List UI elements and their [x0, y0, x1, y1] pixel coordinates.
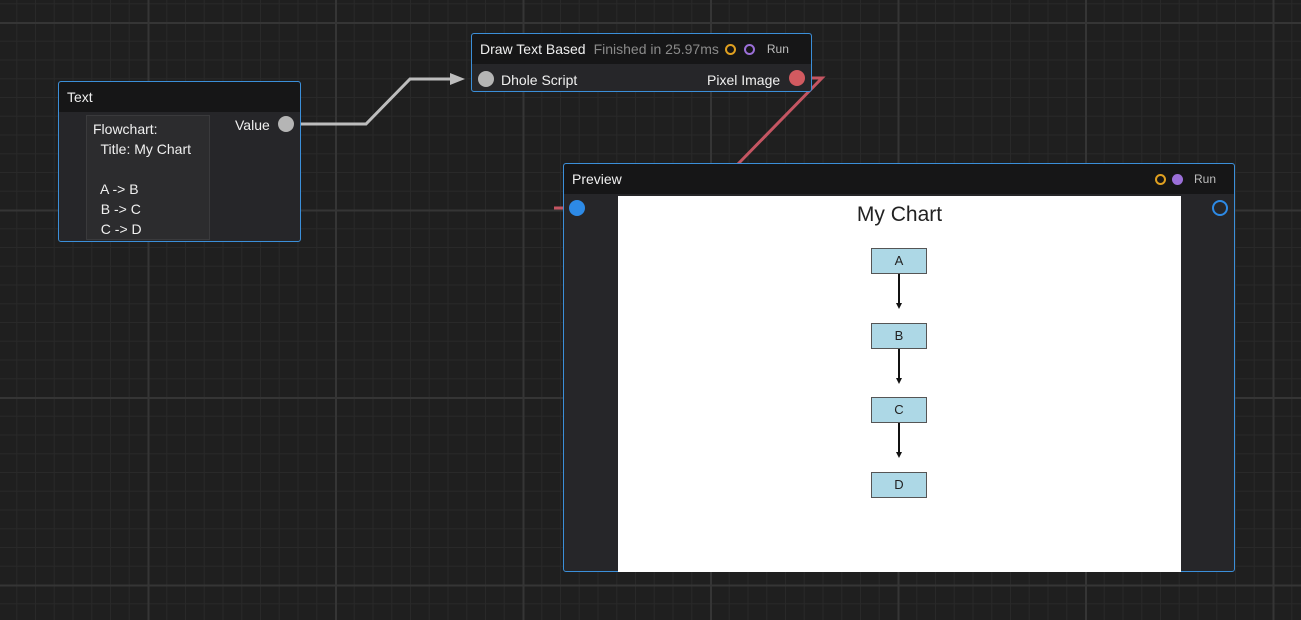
text-line: C -> D	[93, 221, 142, 237]
status-dot-icon	[1171, 173, 1183, 185]
text-node-title: Text	[67, 89, 93, 105]
flowchart-box-b: B	[871, 323, 927, 349]
wire-arrowhead	[450, 73, 465, 85]
status-ring-icon	[743, 43, 755, 55]
draw-node-status: Finished in 25.97ms	[593, 41, 719, 57]
text-content-area[interactable]: Flowchart: Title: My Chart A -> B B -> C…	[86, 115, 210, 240]
status-ring-icon	[1154, 173, 1166, 185]
draw-text-based-node[interactable]: Draw Text Based Finished in 25.97ms Run …	[471, 33, 812, 92]
text-node-header[interactable]: Text	[59, 82, 300, 112]
text-node[interactable]: Text Flowchart: Title: My Chart A -> B B…	[58, 81, 301, 242]
preview-node-header[interactable]: Preview Run	[564, 164, 1234, 194]
arrow-icon	[896, 378, 902, 384]
dhole-script-input-port[interactable]	[478, 71, 494, 87]
value-output-port[interactable]	[278, 116, 294, 132]
draw-run-button[interactable]: Run	[766, 42, 789, 56]
preview-input-port[interactable]	[569, 200, 585, 216]
preview-run-button[interactable]: Run	[1193, 172, 1216, 186]
preview-image: My Chart A B C D	[618, 196, 1181, 572]
arrow-icon	[896, 303, 902, 309]
text-line: B -> C	[93, 201, 141, 217]
pixel-image-output-port[interactable]	[789, 70, 805, 86]
dhole-script-label: Dhole Script	[501, 72, 578, 88]
value-output-label: Value	[235, 117, 270, 133]
chart-title: My Chart	[856, 203, 943, 226]
flowchart-edge	[898, 274, 900, 304]
preview-output-port[interactable]	[1212, 200, 1228, 216]
status-ring-icon	[724, 43, 736, 55]
flowchart-edge	[898, 423, 900, 453]
flowchart-box-d: D	[871, 472, 927, 498]
text-line: Title: My Chart	[93, 141, 192, 157]
text-line: A -> B	[93, 181, 139, 197]
arrow-icon	[896, 452, 902, 458]
preview-node-title: Preview	[572, 171, 622, 187]
draw-node-header[interactable]: Draw Text Based Finished in 25.97ms Run	[472, 34, 811, 64]
preview-node[interactable]: Preview Run My Chart A B C D	[563, 163, 1235, 572]
wire-value-to-script	[301, 77, 455, 126]
draw-node-title: Draw Text Based	[480, 41, 586, 57]
flowchart-box-c: C	[871, 397, 927, 423]
flowchart-box-a: A	[871, 248, 927, 274]
text-line: Flowchart:	[93, 121, 158, 137]
pixel-image-label: Pixel Image	[707, 72, 781, 88]
flowchart-edge	[898, 349, 900, 379]
